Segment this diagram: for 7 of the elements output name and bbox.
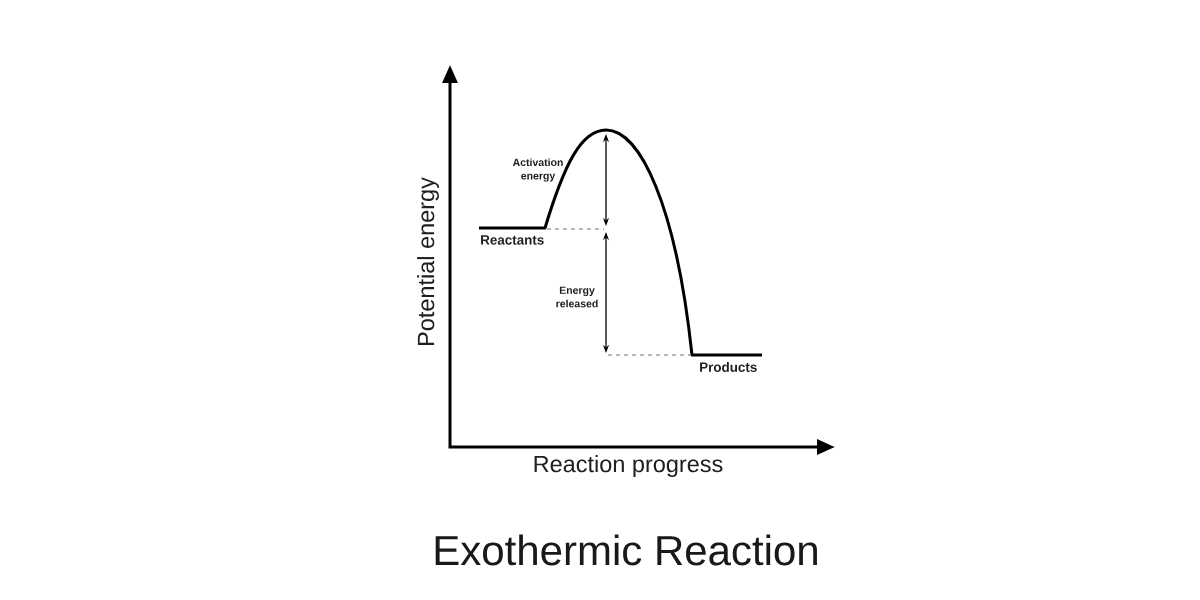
energy-label: Activation energy	[512, 158, 563, 182]
level-label: Reactants	[481, 235, 544, 245]
axis-label: Potential energy	[417, 177, 439, 345]
caption: Exothermic Reaction	[435, 534, 817, 566]
level-label: Products	[700, 362, 757, 372]
axis-label: Reaction progress	[534, 455, 723, 477]
energy-label: Energy released	[556, 286, 598, 308]
